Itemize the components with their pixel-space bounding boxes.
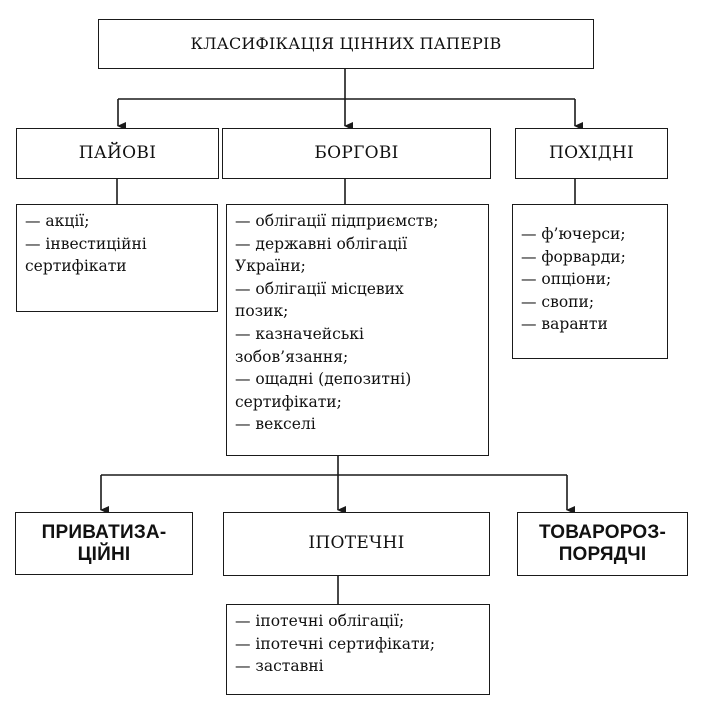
diagram-title: КЛАСИФІКАЦІЯ ЦІННИХ ПАПЕРІВ [190,33,502,53]
category-payovi: ПАЙОВІ [16,128,219,179]
category-pokhidni: ПОХІДНІ [515,128,668,179]
title-box: КЛАСИФІКАЦІЯ ЦІННИХ ПАПЕРІВ [98,19,594,69]
list-item: — облігації підприємств; [235,212,439,230]
list-borhovi: — облігації підприємств; — державні облі… [226,204,489,456]
category-pryvatyz-line2: ЦІЙНІ [77,543,131,565]
list-item: сертифікати; [235,392,342,411]
list-item: — іпотечні сертифікати; [235,634,436,653]
list-item: — інвестиційні [25,234,147,253]
list-item: позик; [235,302,289,321]
list-payovi: — акції; — інвестиційні сертифікати [16,204,218,312]
category-pokhidni-label: ПОХІДНІ [548,142,635,163]
category-ipotechni-label: ІПОТЕЧНІ [308,533,405,554]
list-item: — векселі [235,415,316,434]
category-tovaroroz-line2: ПОРЯДЧІ [558,544,647,565]
list-item: — форварди; [521,247,626,266]
category-ipotechni: ІПОТЕЧНІ [223,512,490,576]
list-item: України; [235,257,306,276]
category-borhovi: БОРГОВІ [222,128,491,179]
list-item: — свопи; [521,292,595,311]
list-item: — облігації місцевих [235,279,404,298]
category-pryvatyz-line1: ПРИВАТИЗА- [41,521,167,543]
list-item: сертифікати [25,257,127,276]
list-item: — казначейські [235,324,364,343]
category-borhovi-label: БОРГОВІ [314,142,399,163]
list-item: — іпотечні облігації; [235,612,405,630]
list-item: — акції; [25,212,90,230]
list-item: — державні облігації [235,234,408,253]
category-tovaroroz: ТОВАРОРОЗ- ПОРЯДЧІ [517,512,688,576]
list-ipotechni: — іпотечні облігації; — іпотечні сертифі… [226,604,490,695]
list-item: — варанти [521,315,608,334]
category-payovi-label: ПАЙОВІ [78,142,157,163]
list-item: — ощадні (депозитні) [235,370,412,389]
list-pokhidni: — ф’ючерси; — форварди; — опціони; — сво… [512,204,668,359]
category-tovaroroz-line1: ТОВАРОРОЗ- [538,522,667,544]
list-item: — ф’ючерси; [521,225,626,243]
list-item: — заставні [235,657,324,676]
list-item: зобов’язання; [235,347,349,366]
category-pryvatyz: ПРИВАТИЗА- ЦІЙНІ [15,512,193,575]
list-item: — опціони; [521,270,612,289]
